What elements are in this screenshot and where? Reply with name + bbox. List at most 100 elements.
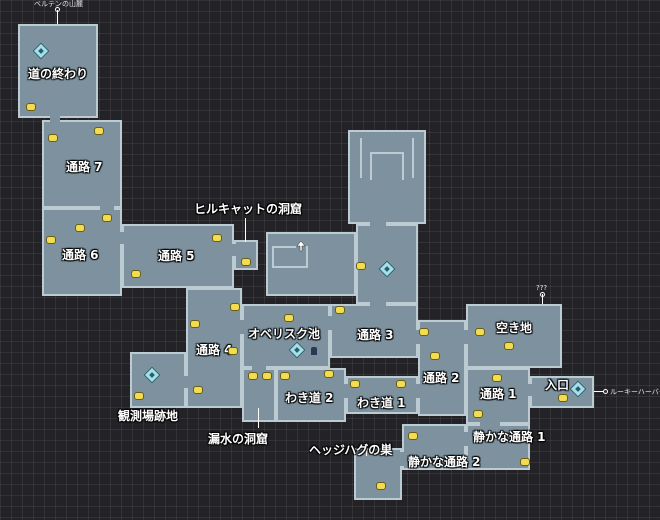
coin-marker-icon[interactable] bbox=[248, 372, 258, 380]
room-label: 静かな通路 2 bbox=[408, 455, 481, 469]
room-label: 通路 5 bbox=[158, 249, 195, 263]
label-leader-hirukyat bbox=[245, 218, 246, 242]
room-tsuro3[interactable] bbox=[330, 304, 418, 358]
coin-marker-icon[interactable] bbox=[492, 374, 502, 382]
exit-leader-north bbox=[57, 10, 58, 24]
coin-marker-icon[interactable] bbox=[102, 214, 112, 222]
room-label: 空き地 bbox=[496, 321, 533, 335]
room-arrow-cave[interactable] bbox=[266, 232, 356, 296]
coin-marker-icon[interactable] bbox=[396, 380, 406, 388]
obelisk-marker-icon bbox=[311, 347, 317, 355]
room-label: 漏水の洞窟 bbox=[208, 432, 269, 446]
room-label: 通路 1 bbox=[480, 387, 517, 401]
door bbox=[239, 320, 245, 334]
coin-marker-icon[interactable] bbox=[430, 352, 440, 360]
coin-marker-icon[interactable] bbox=[48, 134, 58, 142]
tower-inner-wall bbox=[402, 152, 404, 180]
door bbox=[415, 330, 421, 344]
coin-marker-icon[interactable] bbox=[26, 103, 36, 111]
door bbox=[50, 116, 60, 122]
room-akichi[interactable] bbox=[466, 304, 562, 368]
room-label: 通路 4 bbox=[196, 343, 233, 357]
exit-pin-icon bbox=[540, 292, 545, 297]
tower-inner-wall bbox=[412, 138, 414, 178]
room-label: 通路 7 bbox=[66, 160, 103, 174]
cave-inner-wall bbox=[272, 266, 308, 268]
room-tsuro2[interactable] bbox=[418, 320, 466, 416]
coin-marker-icon[interactable] bbox=[504, 342, 514, 350]
room-tsuro6[interactable] bbox=[42, 208, 122, 296]
door bbox=[463, 330, 469, 344]
exit-pin-icon bbox=[55, 7, 60, 12]
coin-marker-icon[interactable] bbox=[280, 372, 290, 380]
door bbox=[370, 221, 386, 227]
coin-marker-icon[interactable] bbox=[419, 328, 429, 336]
room-label: オベリスク池 bbox=[248, 327, 321, 341]
coin-marker-icon[interactable] bbox=[473, 410, 483, 418]
coin-marker-icon[interactable] bbox=[335, 306, 345, 314]
room-label: ヒルキャットの洞窟 bbox=[194, 202, 303, 216]
door bbox=[415, 384, 421, 398]
room-label: わき道 2 bbox=[285, 391, 334, 405]
coin-marker-icon[interactable] bbox=[558, 394, 568, 402]
coin-marker-icon[interactable] bbox=[230, 303, 240, 311]
coin-marker-icon[interactable] bbox=[262, 372, 272, 380]
door bbox=[252, 365, 266, 371]
cave-inner-wall bbox=[306, 246, 308, 268]
label-leader-hedgehog bbox=[366, 446, 367, 456]
room-label: 静かな通路 1 bbox=[473, 430, 546, 444]
coin-marker-icon[interactable] bbox=[520, 458, 530, 466]
room-label: 入口 bbox=[545, 378, 570, 392]
coin-marker-icon[interactable] bbox=[475, 328, 485, 336]
coin-marker-icon[interactable] bbox=[241, 258, 251, 266]
coin-marker-icon[interactable] bbox=[131, 270, 141, 278]
coin-marker-icon[interactable] bbox=[75, 224, 85, 232]
exit-label-north[interactable]: ベルテンの山麓 bbox=[34, 0, 83, 8]
door bbox=[399, 452, 405, 466]
coin-marker-icon[interactable] bbox=[350, 380, 360, 388]
room-label: 通路 2 bbox=[423, 371, 460, 385]
coin-marker-icon[interactable] bbox=[94, 127, 104, 135]
tower-inner-wall bbox=[370, 152, 372, 180]
tower-inner-wall bbox=[370, 152, 404, 154]
coin-marker-icon[interactable] bbox=[408, 432, 418, 440]
exit-leader-east bbox=[594, 391, 604, 392]
coin-marker-icon[interactable] bbox=[228, 347, 238, 355]
door bbox=[183, 376, 189, 388]
room-label: ヘッジハグの巣 bbox=[309, 443, 393, 457]
room-label: 通路 3 bbox=[357, 328, 394, 342]
room-hedgehog[interactable] bbox=[354, 448, 402, 500]
door bbox=[327, 316, 333, 330]
room-label: わき道 1 bbox=[357, 396, 406, 410]
door bbox=[119, 232, 125, 244]
coin-marker-icon[interactable] bbox=[376, 482, 386, 490]
coin-marker-icon[interactable] bbox=[46, 236, 56, 244]
up-arrow-icon[interactable] bbox=[296, 240, 306, 252]
coin-marker-icon[interactable] bbox=[134, 392, 144, 400]
door bbox=[343, 384, 349, 398]
exit-leader-unknown bbox=[542, 294, 543, 304]
room-michi-no-owari[interactable] bbox=[18, 24, 98, 118]
coin-marker-icon[interactable] bbox=[190, 320, 200, 328]
coin-marker-icon[interactable] bbox=[212, 234, 222, 242]
exit-label-unknown[interactable]: ??? bbox=[536, 284, 548, 292]
door bbox=[463, 432, 469, 446]
door bbox=[480, 421, 500, 427]
room-label: 観測場跡地 bbox=[118, 409, 179, 423]
coin-marker-icon[interactable] bbox=[284, 314, 294, 322]
room-label: 通路 6 bbox=[62, 248, 99, 262]
tower-inner-wall bbox=[360, 138, 362, 178]
label-leader-rousui bbox=[258, 408, 259, 428]
door bbox=[100, 205, 114, 211]
exit-label-east[interactable]: ルーキーハーバー bbox=[610, 388, 660, 396]
coin-marker-icon[interactable] bbox=[324, 370, 334, 378]
door bbox=[527, 384, 533, 396]
room-shizuka2[interactable] bbox=[402, 424, 466, 470]
coin-marker-icon[interactable] bbox=[193, 386, 203, 394]
coin-marker-icon[interactable] bbox=[356, 262, 366, 270]
exit-pin-icon bbox=[603, 389, 608, 394]
door bbox=[370, 301, 386, 307]
room-label: 道の終わり bbox=[28, 67, 89, 81]
cave-inner-wall bbox=[272, 246, 308, 248]
